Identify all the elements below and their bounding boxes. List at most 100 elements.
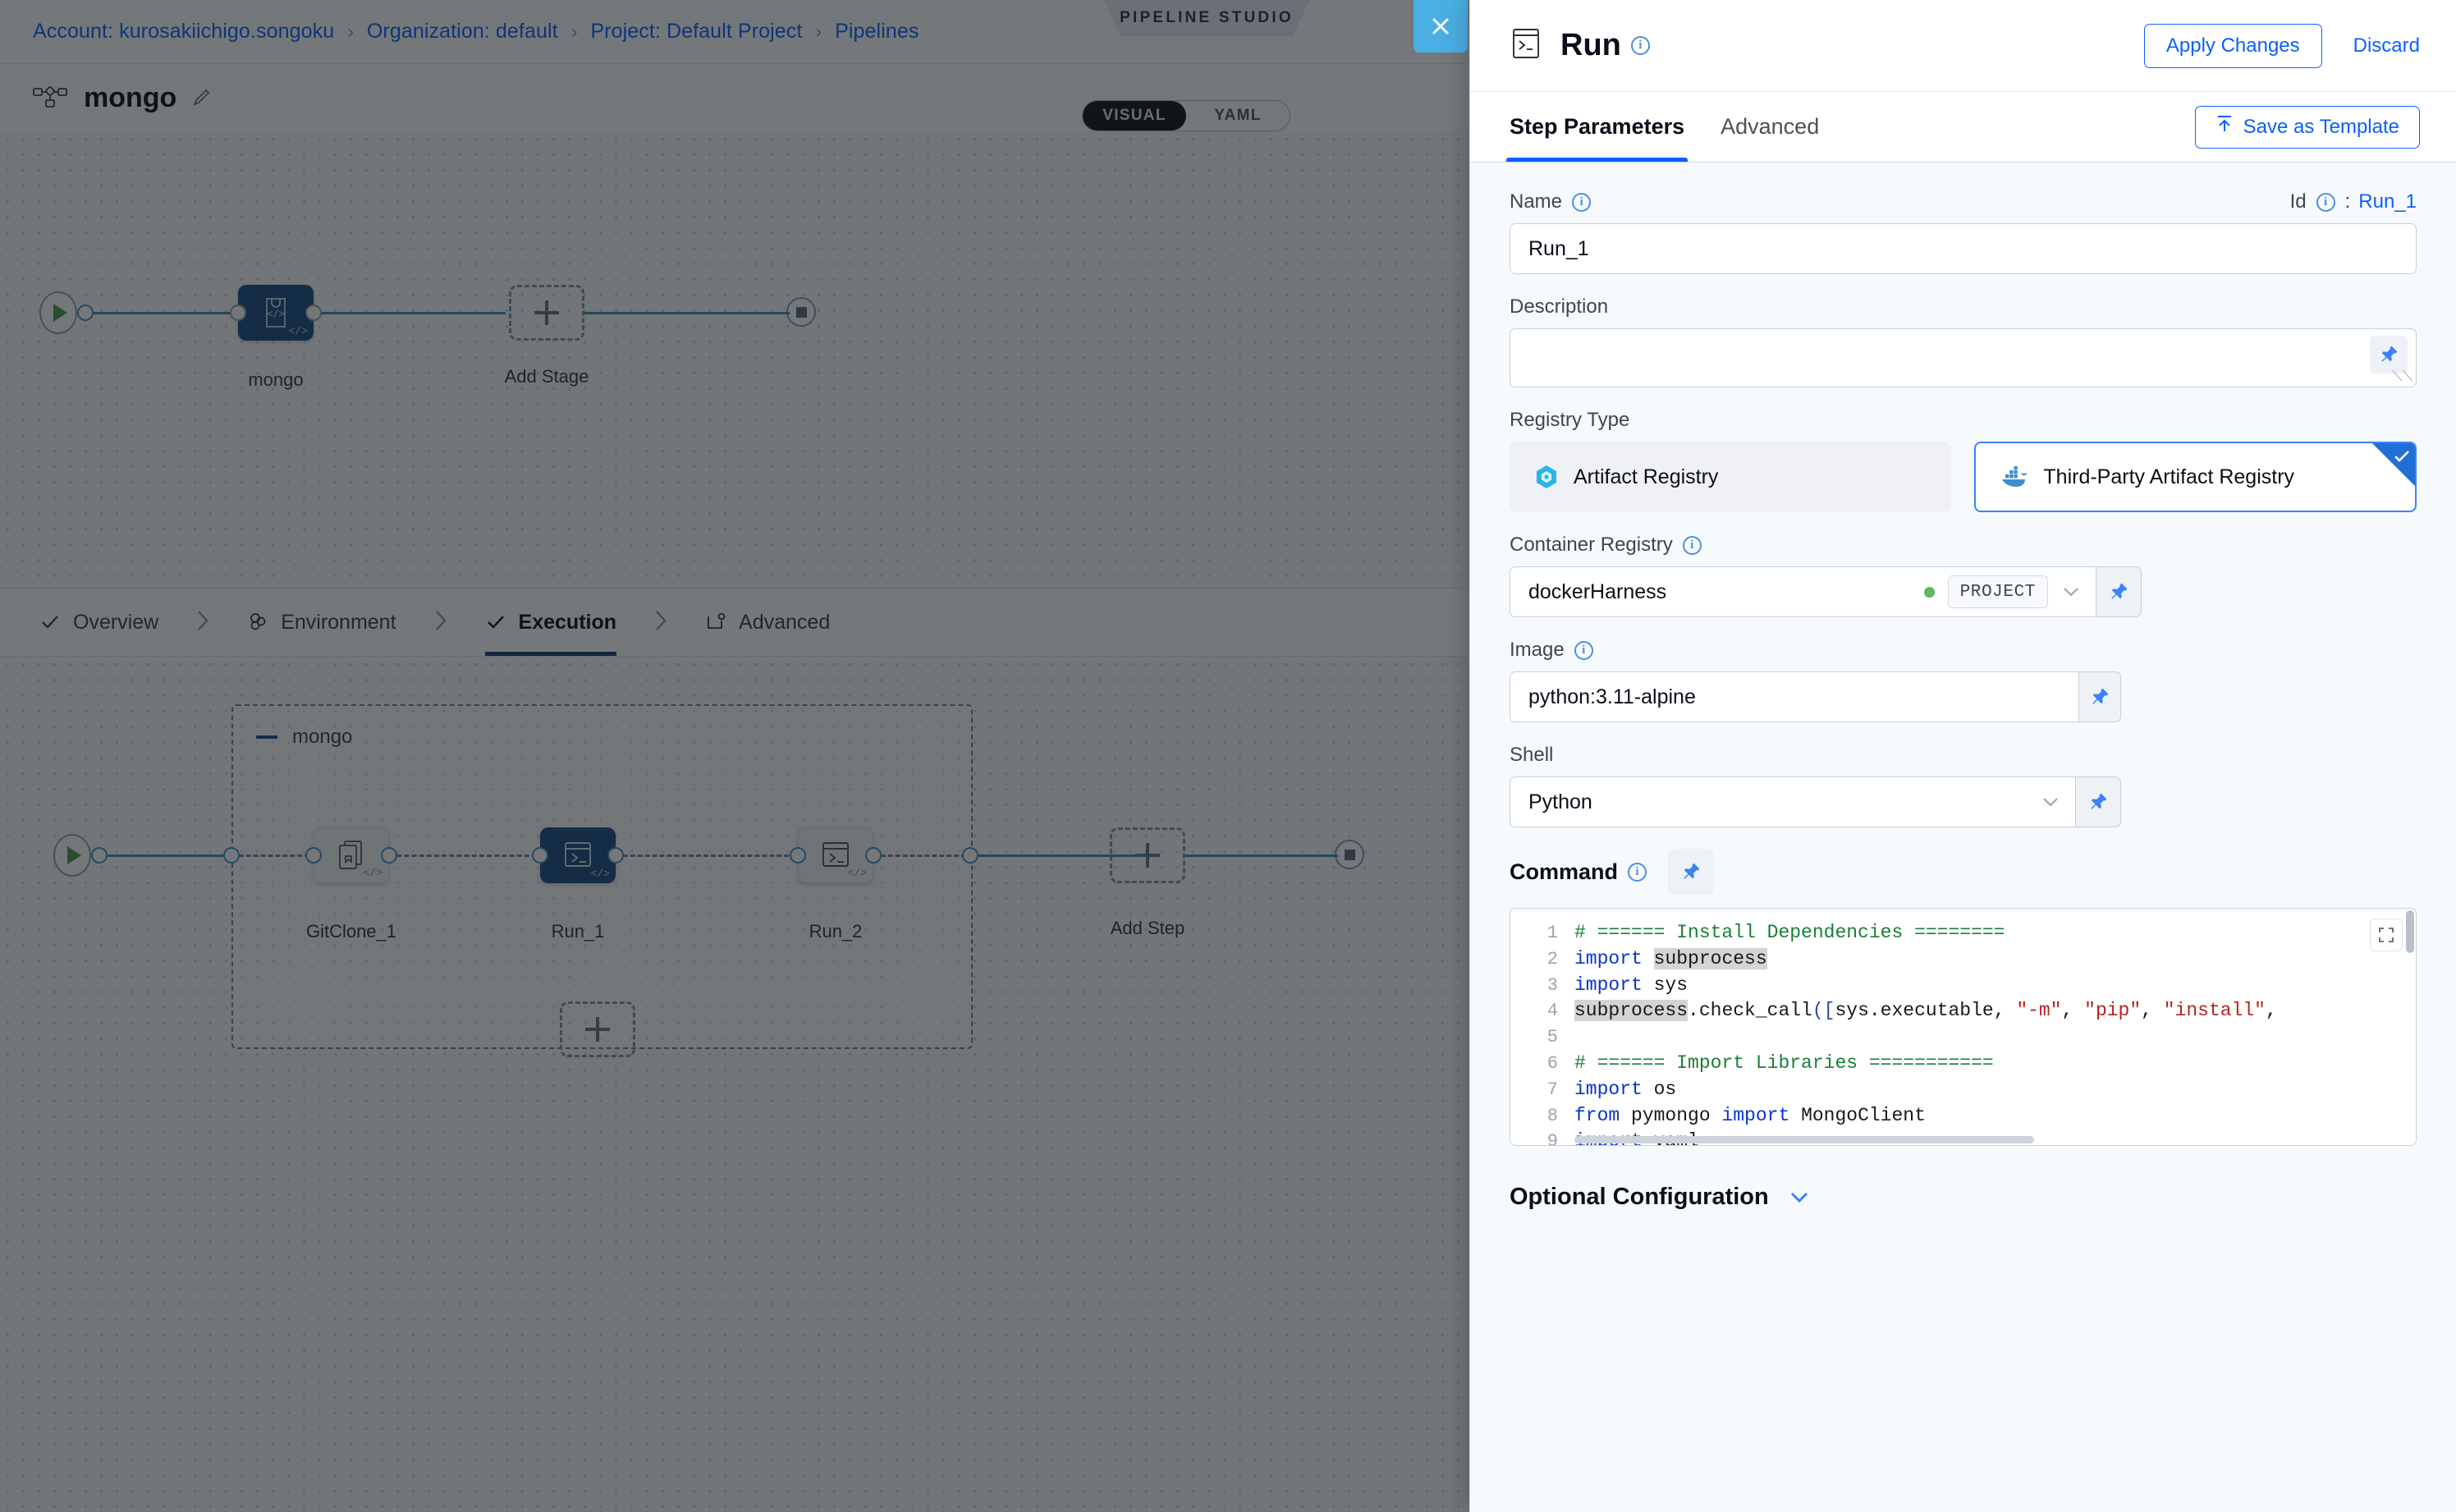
apply-changes-button[interactable]: Apply Changes [2144,24,2322,68]
code-badge-icon: </> [364,867,383,879]
image-input[interactable]: python:3.11-alpine [1510,671,2078,722]
gitclone-out-port[interactable] [381,847,397,864]
registry-option-artifact-registry[interactable]: Artifact Registry [1510,442,1951,512]
start-port[interactable] [77,305,94,321]
editor-horizontal-scrollbar[interactable] [1574,1136,2034,1143]
pipeline-start-node[interactable] [39,291,77,334]
tab-step-parameters[interactable]: Step Parameters [1510,92,1684,162]
line-number: 8 [1510,1103,1574,1129]
code-text[interactable]: import subprocess [1574,946,1767,973]
line-number: 4 [1510,998,1574,1024]
step-node-gitclone[interactable]: </> [314,827,389,883]
id-label: Id [2290,190,2307,213]
drawer-tab-bar[interactable]: Step Parameters Advanced Save as Templat… [1470,92,2456,163]
mongo-stage-in-port[interactable] [230,305,246,321]
pipeline-end-node[interactable] [786,297,816,327]
name-input[interactable]: Run_1 [1510,223,2417,274]
add-parallel-step-button[interactable] [560,1001,635,1057]
step-node-run2[interactable]: </> [798,827,873,883]
add-stage-button[interactable] [509,285,584,341]
tab-advanced[interactable]: Advanced [1721,92,1819,162]
code-text[interactable]: # ====== Import Libraries =========== [1574,1051,1994,1077]
edge-gitclone-to-run1 [389,855,537,857]
pin-icon[interactable] [1668,849,1714,895]
step-id-display: Id i : Run_1 [2290,190,2417,213]
step-end-node[interactable] [1335,840,1364,869]
breadcrumb-pipelines[interactable]: Pipelines [835,20,919,44]
code-badge-icon: </> [848,867,867,879]
registry-option-third-party[interactable]: Third-Party Artifact Registry [1974,442,2417,512]
info-icon[interactable]: i [1631,36,1650,55]
code-token: sys [1654,974,1688,996]
step-config-drawer[interactable]: Run i Apply Changes Discard Step Paramet… [1469,0,2456,1512]
group-out-port[interactable] [962,847,978,864]
discard-button[interactable]: Discard [2353,34,2420,57]
mode-visual[interactable]: VISUAL [1083,101,1186,131]
run1-in-port[interactable] [532,847,548,864]
terminal-icon [562,841,593,870]
tab-advanced[interactable]: Advanced [705,589,830,656]
mongo-stage-out-port[interactable] [305,305,322,321]
breadcrumb-organization[interactable]: Organization: default [367,20,558,44]
tab-overview[interactable]: Overview [39,589,158,656]
code-line: 3import sys [1510,973,2416,999]
shell-select[interactable]: Python [1510,777,2075,827]
close-studio-button[interactable] [1414,0,1468,53]
tab-environment[interactable]: Environment [247,589,396,656]
chevron-down-icon[interactable] [2061,585,2081,598]
description-label: Description [1510,296,1608,318]
image-control[interactable]: python:3.11-alpine [1510,671,2121,722]
description-textarea[interactable]: ⟋⟋ [1510,328,2417,387]
code-token: "install" [2164,1000,2266,1021]
code-token: # ====== Install Dependencies ======== [1574,922,2005,943]
tab-execution-label: Execution [519,611,616,635]
chevron-down-icon[interactable] [2041,795,2060,809]
pin-icon[interactable] [2078,671,2121,722]
code-text[interactable]: subprocess.check_call([sys.executable, "… [1574,998,2277,1024]
command-code-editor[interactable]: 1# ====== Install Dependencies ========2… [1510,908,2417,1146]
chevron-down-icon[interactable] [1787,1189,1812,1206]
info-icon[interactable]: i [2316,193,2335,212]
code-text[interactable]: import sys [1574,973,1688,999]
info-icon[interactable]: i [1683,536,1702,555]
view-mode-toggle[interactable]: VISUAL YAML [1082,100,1290,131]
breadcrumb-account[interactable]: Account: kurosakiichigo.songoku [33,20,334,44]
pin-icon[interactable] [2075,777,2121,827]
stage-template-icon: </> [260,296,291,330]
pin-icon[interactable] [2096,566,2142,617]
code-lines[interactable]: 1# ====== Install Dependencies ========2… [1510,909,2416,1145]
group-in-port[interactable] [223,847,240,864]
shell-control[interactable]: Python [1510,777,2121,827]
edge-mongo-to-addstage [314,312,506,314]
run2-out-port[interactable] [865,847,882,864]
code-token: MongoClient [1801,1105,1926,1126]
close-icon [1428,14,1453,39]
resize-grip-icon[interactable]: ⟋⟋ [2392,368,2412,385]
tab-execution[interactable]: Execution [485,589,616,656]
container-registry-select[interactable]: dockerHarness PROJECT [1510,566,2096,617]
code-token: sys.executable, [1835,1000,2016,1021]
container-registry-control[interactable]: dockerHarness PROJECT [1510,566,2142,617]
drawer-title-group: Run i [1510,26,1650,65]
step-node-run1[interactable]: </> [540,827,616,883]
info-icon[interactable]: i [1572,193,1591,212]
code-token: , [2266,1000,2277,1021]
stage-node-mongo[interactable]: </> </> [238,285,314,341]
optional-configuration-toggle[interactable]: Optional Configuration [1510,1184,2417,1211]
code-text[interactable]: from pymongo import MongoClient [1574,1103,1926,1129]
expand-editor-button[interactable] [2370,919,2403,951]
edit-pencil-icon[interactable] [191,87,213,109]
code-text[interactable]: import os [1574,1077,1676,1103]
run1-out-port[interactable] [607,847,624,864]
mode-yaml[interactable]: YAML [1186,101,1290,131]
breadcrumb-project[interactable]: Project: Default Project [590,20,802,44]
registry-type-label: Registry Type [1510,409,1629,432]
info-icon[interactable]: i [1574,641,1593,660]
gitclone-in-port[interactable] [305,847,322,864]
editor-vertical-scrollbar[interactable] [2406,910,2414,953]
save-as-template-button[interactable]: Save as Template [2195,106,2420,149]
code-text[interactable]: # ====== Install Dependencies ======== [1574,920,2005,946]
run2-in-port[interactable] [790,847,806,864]
info-icon[interactable]: i [1628,863,1647,882]
code-line: 6# ====== Import Libraries =========== [1510,1051,2416,1077]
